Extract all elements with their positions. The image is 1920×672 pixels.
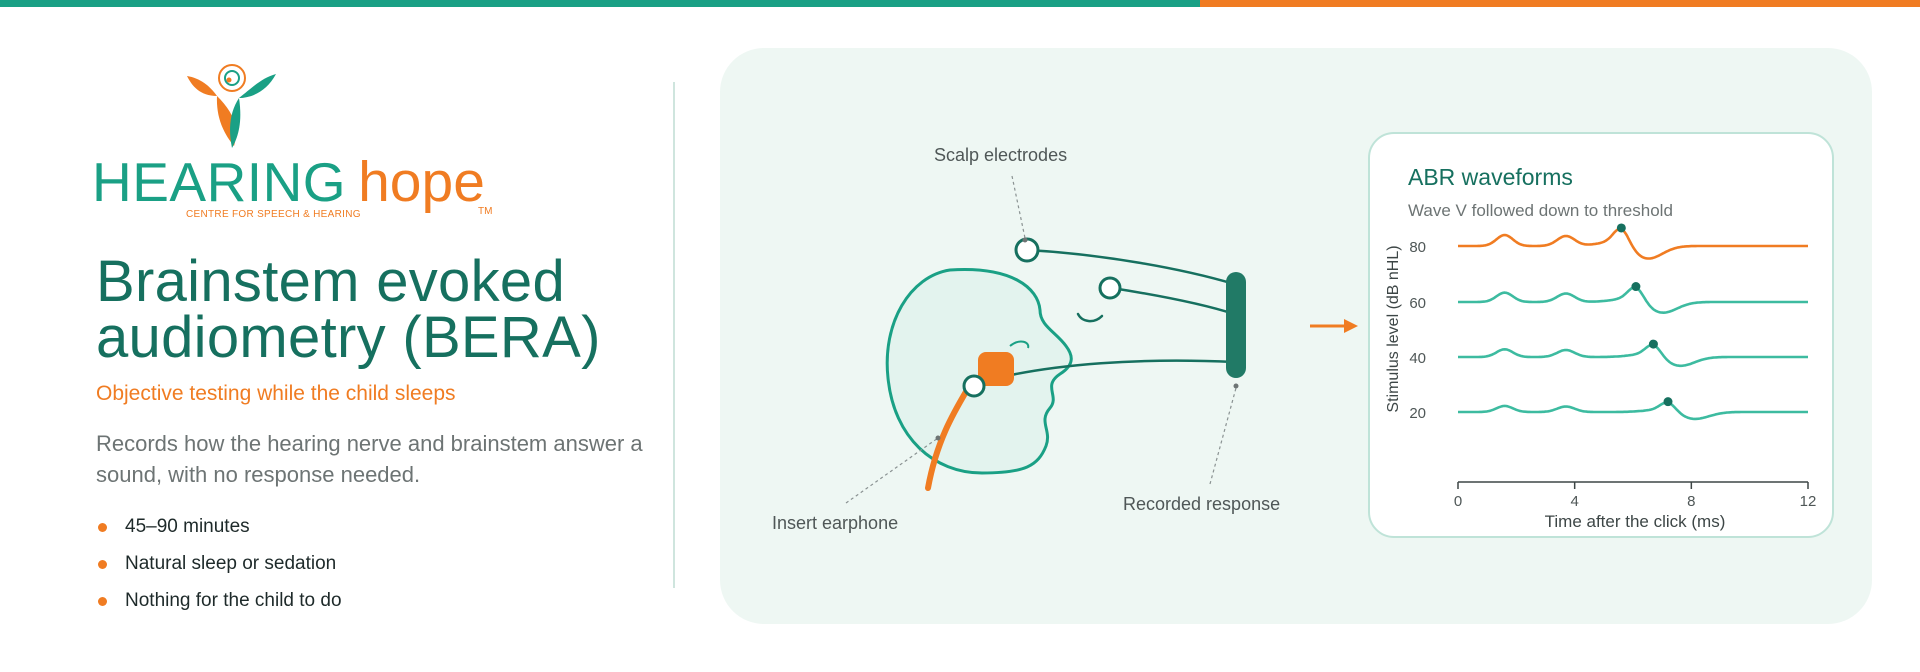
top-accent-orange: [1200, 0, 1920, 7]
bullet-dot-icon: [98, 523, 107, 532]
chart-title: ABR waveforms: [1408, 164, 1573, 190]
y-tick-label: 60: [1409, 295, 1426, 312]
x-tick-label: 0: [1454, 493, 1462, 510]
logo-figure-right-arm: [239, 74, 276, 98]
logo-ear-inner: [224, 70, 240, 86]
logo-figure-right-body: [230, 98, 241, 148]
x-axis-label: Time after the click (ms): [1545, 512, 1726, 531]
y-tick-label: 80: [1409, 239, 1426, 256]
logo-figure-left-arm: [187, 76, 217, 96]
logo-word-hope: hope: [358, 150, 485, 214]
list-item-text: 45–90 minutes: [125, 516, 250, 537]
abr-chart-card: ABR waveforms Wave V followed down to th…: [1368, 132, 1834, 538]
y-tick-label: 40: [1409, 350, 1426, 367]
vertical-divider: [673, 82, 675, 588]
y-tick-label: 20: [1409, 405, 1426, 422]
electrode-wire-top: [1026, 248, 1235, 286]
top-accent-teal: [0, 0, 1200, 7]
leader-electrodes: [1011, 175, 1026, 239]
page-description: Records how the hearing nerve and brains…: [96, 431, 643, 487]
closed-eye-icon: [1076, 312, 1104, 323]
electrode-ear-icon: [962, 374, 986, 398]
leader-earphone: [845, 437, 939, 504]
y-axis-label: Stimulus level (dB nHL): [1385, 245, 1402, 412]
label-scalp-electrodes: Scalp electrodes: [934, 145, 1068, 165]
electrode-scalp-icon: [1014, 237, 1040, 263]
electrode-wire-forehead: [1111, 286, 1235, 316]
arrow-right-icon: [1310, 319, 1358, 333]
chart-subtitle: Wave V followed down to threshold: [1408, 201, 1673, 220]
wave-v-marker: [1616, 223, 1626, 233]
page-title: Brainstem evoked audiometry (BERA): [96, 249, 601, 370]
leader-response: [1209, 387, 1237, 485]
electrode-forehead-icon: [1098, 276, 1122, 300]
list-item: Natural sleep or sedation: [96, 549, 342, 586]
abr-waveform-80: [1458, 227, 1808, 260]
x-tick-label: 12: [1800, 493, 1817, 510]
logo-trademark: TM: [478, 206, 493, 217]
abr-waveform-40: [1458, 343, 1808, 368]
x-tick-label: 8: [1687, 493, 1695, 510]
bullet-dot-icon: [98, 597, 107, 606]
abr-waveform-20: [1458, 401, 1808, 421]
x-tick-label: 4: [1570, 493, 1578, 510]
wave-v-marker: [1631, 282, 1641, 292]
logo-figures-icon: [187, 64, 276, 148]
page-subtitle: Objective testing while the child sleeps: [96, 382, 456, 405]
logo-ear-dot: [226, 77, 232, 83]
leader-dot: [935, 435, 941, 441]
feature-list: 45–90 minutes Natural sleep or sedation …: [96, 512, 342, 623]
logo-tagline: CENTRE FOR SPEECH & HEARING: [186, 209, 361, 220]
wave-v-marker: [1648, 339, 1658, 349]
ear-contour: [1009, 340, 1030, 349]
leader-dot: [1022, 237, 1028, 243]
list-item-text: Natural sleep or sedation: [125, 553, 337, 574]
list-item: 45–90 minutes: [96, 512, 342, 549]
wave-v-marker: [1663, 397, 1673, 407]
bera-setup-diagram: [845, 175, 1246, 504]
insert-earphone-icon: [978, 352, 1014, 386]
top-accent-bar: [0, 0, 1920, 7]
abr-waveform-60: [1458, 286, 1808, 314]
logo-ear-circle: [218, 64, 246, 92]
bullet-dot-icon: [98, 560, 107, 569]
label-recorded-response: Recorded response: [1123, 494, 1281, 514]
list-item: Nothing for the child to do: [96, 586, 342, 623]
label-insert-earphone: Insert earphone: [772, 513, 899, 533]
list-item-text: Nothing for the child to do: [125, 590, 342, 611]
logo-word-hearing: HEARING: [92, 151, 347, 213]
amplifier-bar: [1226, 272, 1246, 378]
arrow-head: [1344, 319, 1358, 333]
leader-dot: [1233, 383, 1239, 389]
